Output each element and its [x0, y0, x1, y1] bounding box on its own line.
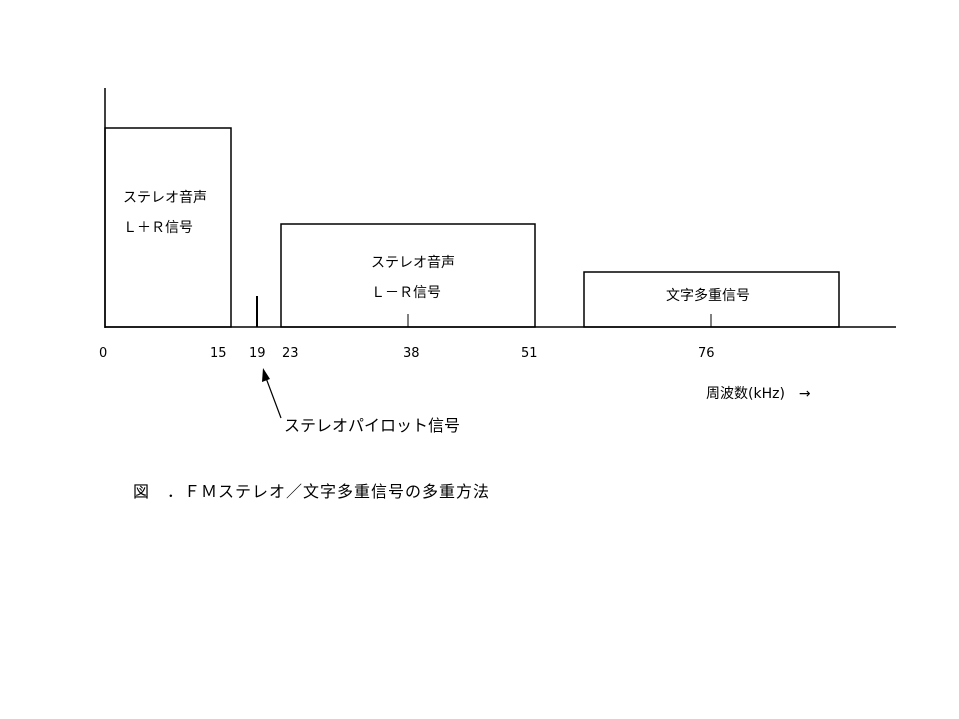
tick-label: 19 [249, 346, 266, 361]
tick-label: 38 [403, 346, 420, 361]
tick-label: 0 [99, 346, 108, 361]
axis-label: 周波数(kHz) → [706, 386, 811, 402]
lr-signal-block [104, 127, 232, 328]
figure-caption: 図 ．ＦＭステレオ／文字多重信号の多重方法 [133, 482, 491, 501]
lmr-label-line1: ステレオ音声 [371, 255, 455, 271]
tick-label: 15 [210, 346, 227, 361]
pilot-arrow-head [262, 368, 270, 382]
tick-label: 51 [521, 346, 538, 361]
lr-label-line1: ステレオ音声 [123, 190, 207, 206]
lmr-label-line2: Ｌ－Ｒ信号 [371, 285, 441, 301]
lr-label-line2: Ｌ＋Ｒ信号 [123, 220, 193, 236]
tick-label: 23 [282, 346, 299, 361]
text-multiplex-label: 文字多重信号 [666, 288, 750, 304]
tick-label: 76 [698, 346, 715, 361]
pilot-label: ステレオパイロット信号 [284, 416, 461, 435]
pilot-arrow-line [265, 377, 282, 419]
lmr-signal-block [280, 223, 536, 328]
